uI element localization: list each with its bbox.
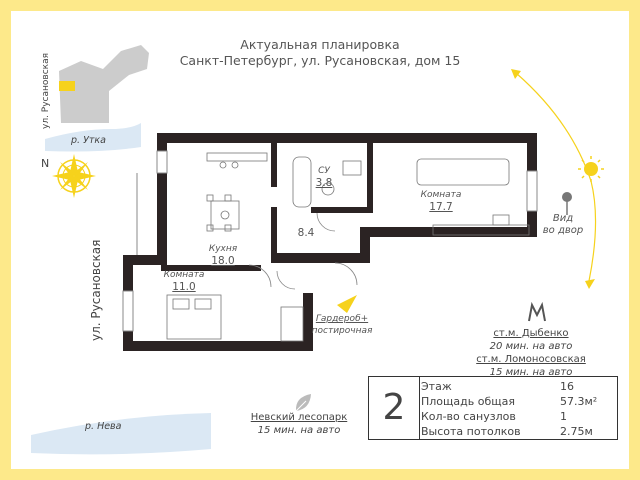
info-label: Кол-во санузлов — [421, 410, 516, 423]
park-time: 15 мин. на авто — [257, 425, 341, 436]
room-area: 8.4 — [297, 227, 315, 239]
view-label: Вид во двор — [533, 213, 593, 237]
walls — [123, 133, 537, 351]
metro-time-1: 20 мин. на авто — [489, 341, 573, 352]
info-label: Высота потолков — [421, 425, 521, 438]
sun-icon — [578, 156, 604, 182]
river-label-bottom: р. Нева — [85, 421, 122, 432]
street-label-main: ул. Русановская — [89, 239, 103, 341]
furniture — [166, 152, 530, 342]
view-line2: во двор — [542, 225, 584, 236]
entrance-arrow — [337, 295, 357, 313]
room-name: Комната — [163, 270, 205, 280]
room-living: Комната 17.7 — [415, 189, 467, 213]
rooms-count: 2 — [369, 377, 420, 439]
room-bedroom: Комната 11.0 — [159, 269, 209, 293]
room-area: 3.8 — [315, 177, 333, 189]
info-row-ceiling: Высота потолков 2.75м — [421, 425, 613, 438]
room-kitchen: Кухня 18.0 — [199, 243, 247, 267]
compass-icon — [52, 154, 96, 198]
info-value: 57.3м² — [560, 395, 598, 408]
page-subtitle: Санкт-Петербург, ул. Русановская, дом 15 — [179, 53, 461, 68]
page-title: Актуальная планировка — [240, 37, 400, 52]
compass-label: N — [41, 157, 50, 170]
metro-station-1: ст.м. Дыбенко — [493, 328, 569, 339]
info-row-bathrooms: Кол-во санузлов 1 — [421, 410, 613, 423]
room-name: Комната — [420, 190, 462, 200]
info-label: Площадь общая — [421, 395, 515, 408]
room-area: 11.0 — [172, 281, 196, 293]
metro-time-2: 15 мин. на авто — [489, 367, 573, 378]
room-area: 18.0 — [211, 255, 235, 267]
wardrobe-line1: Гардероб+ — [315, 314, 369, 324]
river-neva — [31, 413, 211, 455]
apartment-info-box: 2 Этаж 16 Площадь общая 57.3м² Кол-во са… — [368, 376, 618, 440]
room-area: 17.7 — [429, 201, 453, 213]
park-info: Невский лесопарк 15 мин. на авто — [231, 411, 367, 437]
info-value: 1 — [560, 410, 567, 423]
room-name: Кухня — [208, 244, 238, 254]
building-footprint — [59, 45, 149, 123]
info-value: 2.75м — [560, 425, 593, 438]
info-row-area: Площадь общая 57.3м² — [421, 395, 613, 408]
metro-info: ст.м. Дыбенко 20 мин. на авто ст.м. Ломо… — [461, 327, 601, 379]
wardrobe-label: Гардероб+ постирочная — [301, 313, 383, 337]
river-label-top: р. Утка — [71, 135, 106, 146]
view-line1: Вид — [552, 213, 574, 224]
leaf-icon — [295, 394, 311, 412]
room-name: СУ — [318, 166, 330, 176]
room-hallway: 8.4 — [293, 227, 319, 239]
doors — [248, 212, 358, 290]
metro-icon — [528, 301, 546, 322]
view-pin-icon — [562, 192, 572, 215]
windows — [122, 150, 538, 332]
floor-plan-graphic — [31, 45, 604, 455]
street-label-top: ул. Русановская — [41, 52, 51, 129]
info-label: Этаж — [421, 380, 452, 393]
river-utka — [45, 123, 141, 152]
wardrobe-line2: постирочная — [311, 326, 373, 336]
info-value: 16 — [560, 380, 574, 393]
room-bathroom: СУ 3.8 — [311, 165, 337, 189]
info-row-floor: Этаж 16 — [421, 380, 613, 393]
building-section-marker — [59, 81, 75, 91]
park-name: Невский лесопарк — [250, 412, 348, 423]
metro-station-2: ст.м. Ломоносовская — [476, 354, 586, 365]
